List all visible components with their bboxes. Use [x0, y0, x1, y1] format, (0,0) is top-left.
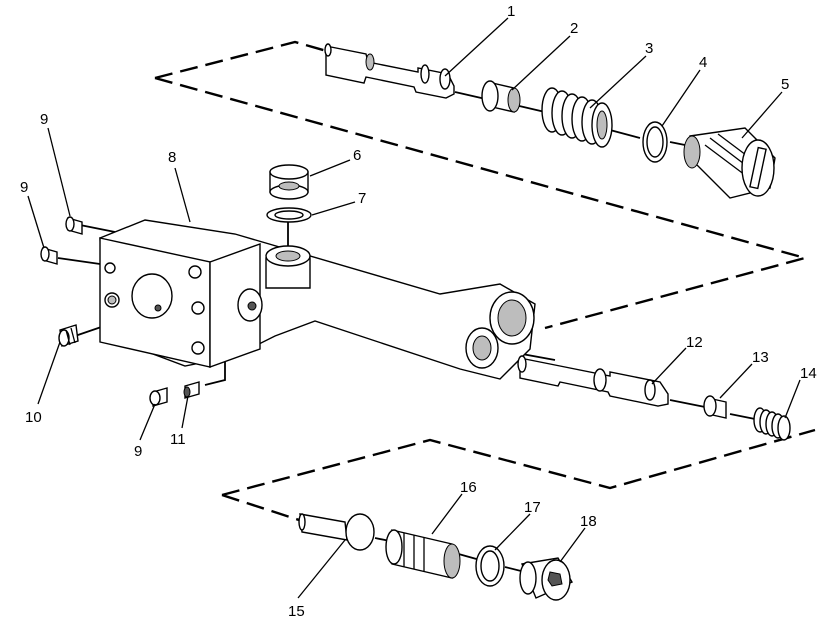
leader-lines: [27, 17, 801, 599]
threaded-plug-part-10: [58, 324, 79, 347]
poppet-part-15: [298, 513, 375, 551]
spool-part-12: [517, 355, 669, 407]
upper-dashed-boundary: [154, 40, 810, 330]
spring-seat-part-2: [481, 80, 521, 113]
callout-9-middle: 9: [20, 179, 28, 196]
callout-8: 8: [168, 149, 176, 166]
callout-4: 4: [699, 54, 707, 71]
callout-5: 5: [781, 76, 789, 93]
fitting-part-6: [269, 164, 309, 200]
callout-13: 13: [752, 349, 769, 366]
callout-9-upper: 9: [40, 111, 48, 128]
callout-14: 14: [800, 365, 817, 382]
callout-16: 16: [460, 479, 477, 496]
callout-3: 3: [645, 40, 653, 57]
plug-part-18: [519, 557, 573, 601]
o-ring-part-17: [475, 545, 505, 587]
callout-12: 12: [686, 334, 703, 351]
callout-9-lower: 9: [134, 443, 142, 460]
small-spring-part-14: [753, 407, 791, 441]
lower-dashed-boundary: [221, 428, 816, 532]
callout-18: 18: [580, 513, 597, 530]
callout-1: 1: [507, 3, 515, 20]
callout-17: 17: [524, 499, 541, 516]
washer-part-7: [266, 207, 312, 223]
plug-part-5: [683, 127, 776, 199]
retainer-part-13: [703, 395, 727, 419]
callout-labels: 1 2 3 4 5 6 7 8 9 9 9 10 11 12 13 14 15 …: [20, 3, 817, 620]
callout-7: 7: [358, 190, 366, 207]
valve-spool-part-1: [324, 43, 455, 99]
sleeve-part-16: [385, 529, 461, 579]
callout-15: 15: [288, 603, 305, 620]
plug-part-9-lower: [149, 387, 168, 407]
valve-body-part-8: [99, 219, 536, 380]
plug-part-9-upper: [65, 216, 83, 235]
plug-part-9-middle: [40, 246, 58, 265]
callout-6: 6: [353, 147, 361, 164]
callout-2: 2: [570, 20, 578, 37]
o-ring-part-4: [642, 121, 668, 163]
callout-10: 10: [25, 409, 42, 426]
coil-spring-part-3: [541, 87, 613, 148]
fitting-part-11: [183, 381, 200, 399]
callout-11: 11: [170, 431, 186, 448]
